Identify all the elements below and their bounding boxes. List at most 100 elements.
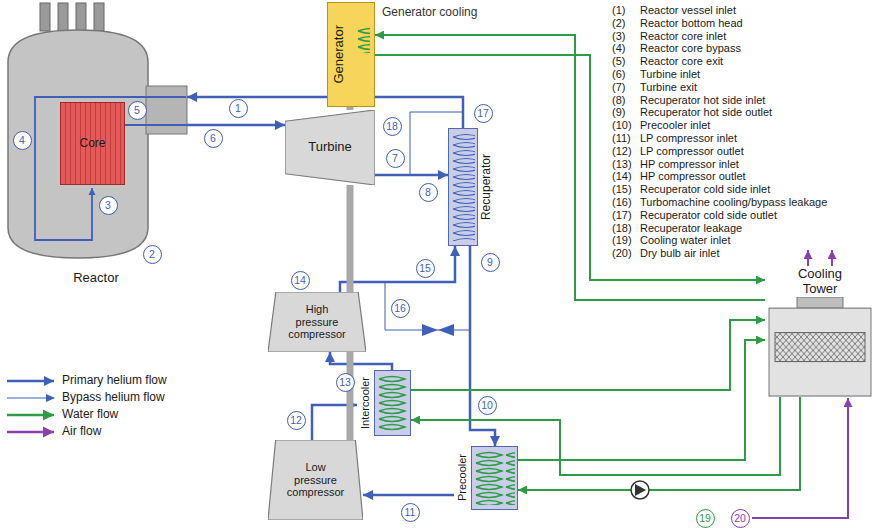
tower-fill <box>775 332 865 361</box>
coil-windings <box>474 451 515 505</box>
callout-number: 19 <box>696 509 715 528</box>
key-entry: Reactor core exit <box>640 55 723 68</box>
generator-box: Generator <box>327 2 375 107</box>
node-label: Turbine <box>308 140 352 155</box>
callout-number: 3 <box>99 196 118 215</box>
bypass-line <box>385 282 470 330</box>
helium-pipe <box>330 352 392 370</box>
key-entry: LP compressor outlet <box>640 145 744 158</box>
water-pipe <box>375 35 765 300</box>
pump-symbol <box>635 484 646 496</box>
key-entry: Reactor vessel inlet <box>640 4 736 17</box>
legend-row: Water flow <box>6 408 118 422</box>
helium-pipe <box>340 246 455 292</box>
coil-windings <box>474 451 515 505</box>
water-pipe <box>518 397 800 490</box>
key-entry: Dry bulb air inlet <box>640 247 719 260</box>
key-entry: (8) <box>612 94 625 107</box>
callout-number: 12 <box>287 411 306 430</box>
key-entry: HP compressor inlet <box>640 158 739 171</box>
exchanger-core <box>448 128 478 246</box>
vessel-body <box>8 30 148 258</box>
callout-number: 15 <box>416 259 435 278</box>
key-entry: Recuperator cold side inlet <box>640 183 770 196</box>
callout-number: 13 <box>336 373 355 392</box>
key-entry: Recuperator hot side inlet <box>640 94 765 107</box>
control-rod-drive <box>76 3 86 31</box>
coil-windings <box>377 375 408 431</box>
key-entry: (7) <box>612 81 625 94</box>
reactor-core: Core <box>60 102 125 185</box>
label-column: Recuperator <box>478 128 496 246</box>
control-rod-drive <box>40 3 50 31</box>
key-entry: (11) <box>612 132 631 145</box>
water-pipe <box>375 55 765 280</box>
recuperator-box: Recuperator <box>448 128 498 246</box>
callout-number: 16 <box>391 299 410 318</box>
coil-windings <box>451 133 475 241</box>
valve-symbol <box>422 324 438 336</box>
label-column: Precooler <box>454 446 471 510</box>
legend-sample <box>6 375 56 387</box>
valve-symbol <box>438 324 454 336</box>
helium-pipe <box>187 124 285 127</box>
cooling-tower: Cooling Tower <box>765 266 875 397</box>
label-column: Intercooler <box>357 370 374 436</box>
callout-number: 1 <box>229 99 248 118</box>
key-entry: (5) <box>612 55 625 68</box>
turbomachine-shaft <box>347 107 354 110</box>
turbomachine-shaft <box>347 185 354 292</box>
callout-number: 9 <box>481 253 500 272</box>
key-entry: Reactor core inlet <box>640 30 726 43</box>
legend-sample <box>7 431 54 434</box>
reactor-vessel: ReactorCore <box>5 12 187 288</box>
compressor-shape: Low pressure compressor <box>268 440 363 520</box>
callout-number: 17 <box>474 104 493 123</box>
legend-sample <box>6 409 56 421</box>
coil-windings <box>451 133 475 241</box>
key-entry: (6) <box>612 68 625 81</box>
legend-text: Bypass helium flow <box>62 391 165 405</box>
helium-pipe <box>363 494 454 497</box>
legend-row: Bypass helium flow <box>6 391 165 405</box>
tower-casing <box>769 308 871 396</box>
key-entry: Reactor bottom head <box>640 17 743 30</box>
node-label: Generator <box>332 25 347 84</box>
flow-note: Generator cooling <box>382 6 477 19</box>
callout-number: 10 <box>478 396 497 415</box>
node-label: Cooling Tower <box>789 266 851 297</box>
callout-number: 2 <box>143 245 162 264</box>
legend-row: Primary helium flow <box>6 374 167 388</box>
key-entry: Recuperator hot side outlet <box>640 106 772 119</box>
legend-text: Primary helium flow <box>62 374 167 388</box>
key-entry: Precooler inlet <box>640 119 710 132</box>
key-entry: (12) <box>612 145 632 158</box>
key-entry: (2) <box>612 17 625 30</box>
key-entry: HP compressor outlet <box>640 170 746 183</box>
key-entry: Reactor core bypass <box>640 42 741 55</box>
key-entry: Recuperator leakage <box>640 222 742 235</box>
legend-sample <box>6 392 56 404</box>
legend-sample <box>7 414 54 417</box>
exchanger-core <box>374 370 411 436</box>
helium-pipe <box>375 174 448 177</box>
key-entry: Turbomachine cooling/bypass leakage <box>640 196 827 209</box>
callout-number: 11 <box>401 503 420 522</box>
key-entry: (18) <box>612 222 632 235</box>
legend-sample <box>7 380 54 383</box>
key-entry: (20) <box>612 247 632 260</box>
tower-body <box>765 297 875 397</box>
callout-number: 18 <box>383 117 402 136</box>
key-entry: (19) <box>612 234 632 247</box>
water-pipe <box>411 320 765 390</box>
air-outlet-arrow <box>831 250 833 266</box>
node-label: High pressure compressor <box>286 303 348 341</box>
compressor-shape <box>268 292 366 352</box>
fan-stack <box>797 297 843 308</box>
key-entry: (3) <box>612 30 625 43</box>
callout-number: 14 <box>291 271 310 290</box>
key-entry: Recuperator cold side outlet <box>640 209 777 222</box>
node-label: Precooler <box>456 454 469 501</box>
